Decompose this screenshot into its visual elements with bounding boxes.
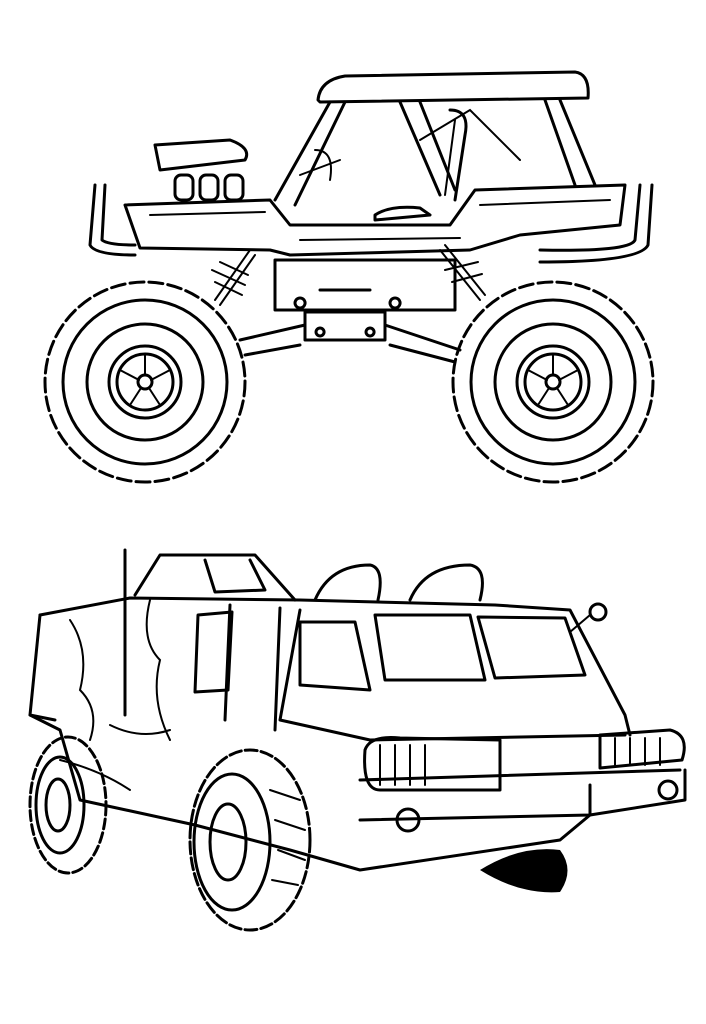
wheel-rear (28, 735, 108, 875)
armored-vehicle-drawing (28, 548, 687, 932)
wheel-right (451, 280, 655, 484)
wheel-front (188, 748, 312, 932)
wheel-left (43, 280, 247, 484)
monster-truck-drawing (43, 70, 655, 484)
